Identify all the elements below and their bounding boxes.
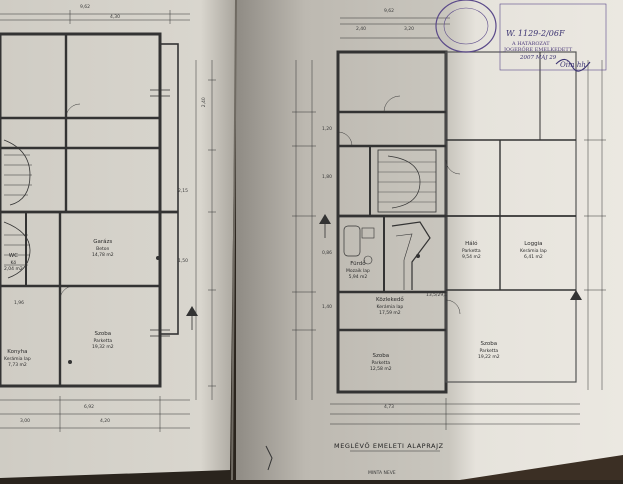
plan-caption: MEGLÉVŐ EMELETI ALAPRAJZ [334, 442, 444, 450]
approval-stamp-box [499, 3, 607, 71]
dimension-label: 3,00 [20, 419, 31, 424]
stamp-signature: Oim hh [560, 61, 586, 69]
dimension-label: 4,20 [100, 419, 111, 424]
dimension-label: 6,92 [84, 405, 95, 410]
dimension-label: 1,20 [322, 127, 333, 132]
room-label: Fürdő Mozaik lap 5,94 m2 [346, 261, 370, 280]
dimension-label: 2,40 [201, 97, 207, 108]
dimension-label: 1,80 [322, 175, 333, 180]
left-page [0, 0, 236, 478]
dimension-label: 2,40 [356, 27, 367, 32]
room-label: Háló Parketta 9,54 m2 [462, 241, 481, 260]
dimension-label: 4,30 [110, 15, 121, 20]
room-label: Szoba Parketta 19,32 m2 [92, 331, 114, 350]
dimension-label: 9,62 [80, 5, 91, 10]
official-seal-icon [435, 0, 497, 53]
room-label: Garázs Beton 14,78 m2 [92, 239, 114, 258]
dimension-label: 3,20 [404, 27, 415, 32]
stamp-date: 2007 MÁJ 29 [520, 55, 557, 61]
dimension-label: 13,5/29,0 [426, 293, 448, 298]
dimension-label: 1,96 [14, 301, 25, 306]
dimension-label: 1,40 [322, 305, 333, 310]
room-label: WC Kő 2,04 m2 [4, 253, 23, 272]
room-label: Közlekedő Kerámia lap 17,59 m2 [376, 297, 404, 316]
room-label: Konyha Kerámia lap 7,73 m2 [4, 349, 31, 368]
room-label: Loggia Kerámia lap 6,41 m2 [520, 241, 547, 260]
footer-text: MINTA NEVE [368, 471, 396, 476]
room-label: Szoba Parketta 12,58 m2 [370, 353, 392, 372]
stamp-line: JOGERŐRE EMELKEDETT [504, 47, 573, 53]
dimension-label: 4,73 [384, 405, 395, 410]
stamp-line: A HATÁROZAT [512, 41, 550, 47]
page-fold [231, 0, 237, 481]
dimension-label: 9,62 [384, 9, 395, 14]
right-plan [265, 17, 606, 471]
room-label: Szoba Parketta 19,22 m2 [478, 341, 500, 360]
dimension-label: 2,15 [178, 189, 189, 194]
right-page [236, 0, 623, 480]
left-plan [0, 10, 216, 432]
stamp-reference: W. 1129-2/06F [506, 29, 565, 38]
signature-icon [555, 58, 591, 72]
dimension-label: 0,86 [322, 251, 333, 256]
dimension-label: 1,50 [178, 259, 189, 264]
